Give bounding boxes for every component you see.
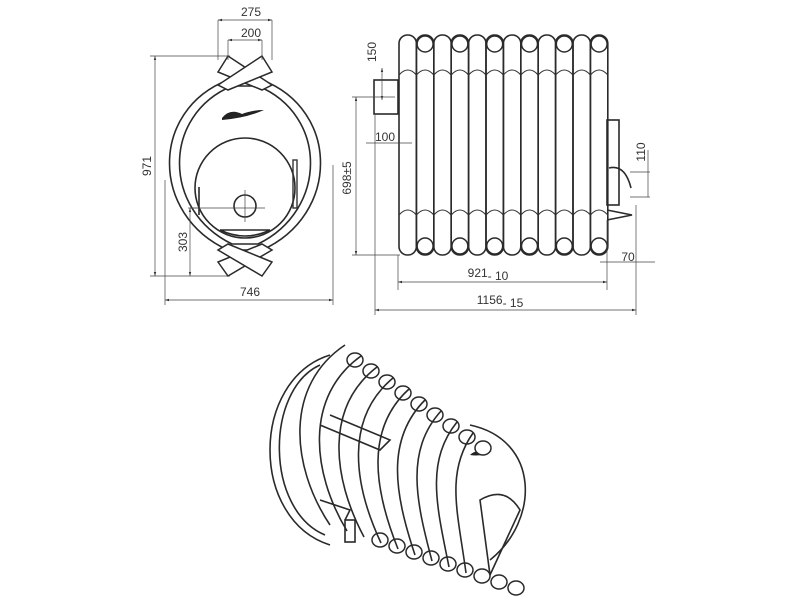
tube-end [442,418,460,434]
tube-bend [503,209,522,216]
ash-grate [219,229,271,237]
tube [572,34,592,256]
side-view-dims: 150 698±5 100 110 70 921- 10 1156- 15 [340,42,655,315]
tube-bend [416,209,435,216]
tube [415,34,435,256]
tube-bend [416,69,435,76]
tube-bend [555,209,574,216]
tube-bend [503,69,522,76]
tube [589,34,609,256]
tube [554,34,574,256]
tube [467,34,487,256]
tube-arc [455,432,474,574]
perspective-door [479,493,521,578]
tube-bend [485,69,504,76]
top-leg-right [216,54,274,91]
stove-body-outline [168,79,322,251]
tube-arc [318,355,362,532]
tube-end [590,237,608,255]
tube-end [410,396,428,412]
dim-top-inner: 200 [241,26,261,40]
tube [398,34,418,256]
door-handle-icon [292,159,298,209]
tube-bend [537,69,556,76]
tube-end [590,35,608,53]
perspective-view [269,344,527,596]
tube-end [416,35,434,53]
tube [519,34,539,256]
tube-bend [398,209,417,216]
tube-end [474,440,492,456]
tube-end [426,407,444,423]
tube-bend [433,69,452,76]
tube-bend [398,69,417,76]
front-panel [469,424,527,561]
tube-bend [520,69,539,76]
dim-top-outer: 275 [241,5,261,19]
tube-end [394,385,412,401]
tube-end [485,35,504,53]
tube-end [451,35,469,53]
tube-arc [396,399,426,556]
tube-end [555,237,574,255]
dim-handle: 110 [634,142,648,161]
dim-chimney: 150 [365,42,379,62]
tube-end [451,237,469,255]
brand-logo [222,110,264,120]
tube-end [490,574,508,590]
front-view: 275 200 971 303 746 [140,5,334,305]
tube-bend [468,209,487,216]
dim-height-side: 698±5 [340,161,354,195]
tube-end [507,580,525,596]
tube-bend [590,209,609,216]
tube-end [485,237,504,255]
tube-end [416,237,434,255]
tube-bend [520,209,539,216]
tube [485,34,505,256]
dim-width: 746 [240,285,260,299]
dim-body-length: 921- 10 [468,266,509,283]
tube-end [555,35,574,53]
side-view [398,34,609,256]
tube-bend [450,69,469,76]
tube-bend [572,69,591,76]
tube-bend [485,209,504,216]
dim-total-length: 1156- 15 [477,293,524,310]
tube-bend [555,69,574,76]
dim-chimney-offset: 100 [375,130,395,144]
tube-arc [357,377,394,544]
tube-arc [377,388,410,550]
tube [502,34,522,256]
tube-end [520,237,539,255]
tube-arc [299,344,346,526]
tube-arc [435,421,458,568]
tube-end [473,568,491,584]
tube [450,34,470,256]
tube [432,34,452,256]
bottom-leg-right [216,243,274,277]
dim-door-protrusion: 70 [621,250,635,264]
tube-bend [433,209,452,216]
handle-icon [608,166,632,189]
tube-bend [590,69,609,76]
tube-bend [572,209,591,216]
dim-height: 971 [140,156,154,176]
tube-bend [450,209,469,216]
tube-end [378,374,396,390]
tube-bend [537,209,556,216]
tube [537,34,557,256]
side-door [606,119,620,206]
tube-bend [468,69,487,76]
dim-door-height: 303 [176,232,190,252]
tube-arc [416,410,442,562]
tube-arc [338,366,378,538]
tube-end [520,35,539,53]
door-circle [194,137,296,239]
